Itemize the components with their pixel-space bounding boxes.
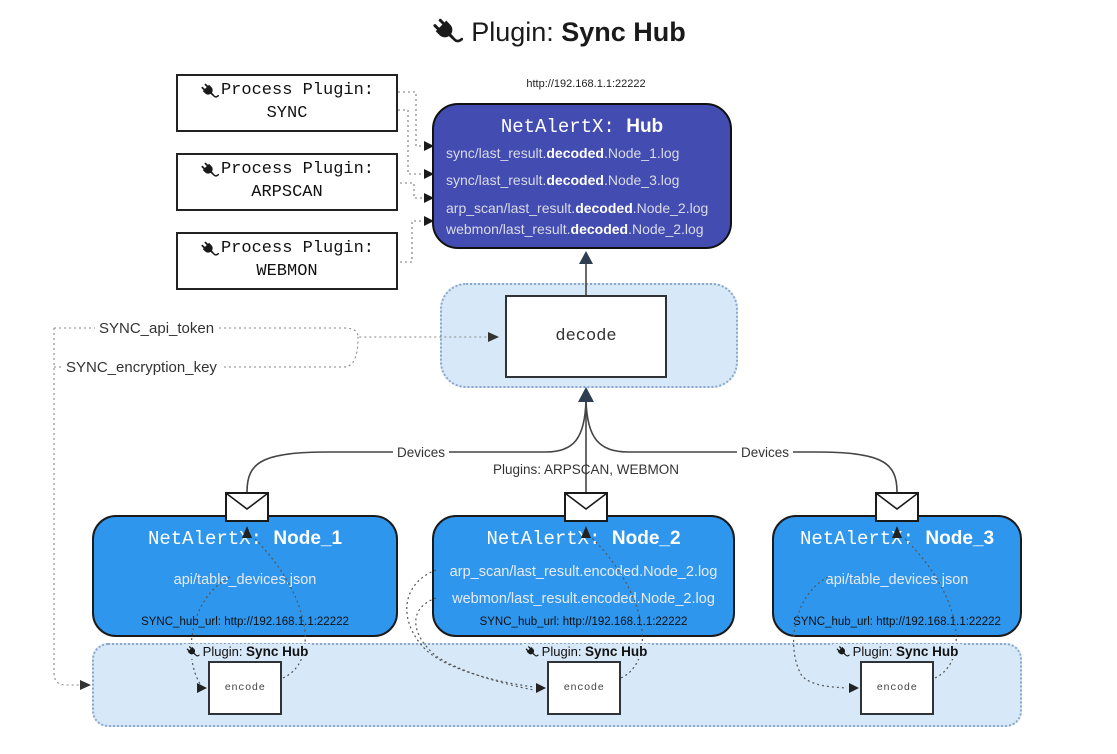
envelope-icon (875, 492, 919, 522)
node-3-box: NetAlertX: Node_3 api/table_devices.json… (772, 515, 1022, 637)
decode-box: decode (505, 295, 667, 378)
process-plugin-name: WEBMON (256, 262, 318, 281)
setting-sync-api-token: SYNC_api_token (95, 320, 219, 337)
connector-plugins-to-hub (398, 91, 424, 263)
arrow-into-decode-container (578, 387, 594, 402)
arrow-into-hub (579, 251, 593, 264)
node-file-line: arp_scan/last_result.encoded.Node_2.log (449, 564, 718, 580)
band-plugin-label: Plugin: Sync Hub (832, 644, 962, 659)
process-plugin-name: SYNC (266, 104, 308, 123)
hub-log-line: arp_scan/last_result.decoded.Node_2.log (446, 200, 709, 216)
encode-box: encode (208, 661, 282, 715)
process-plugin-label: Process Plugin: (220, 81, 375, 101)
hub-box: NetAlertX: Hub sync/last_result.decoded.… (432, 103, 732, 249)
plug-icon (431, 16, 463, 48)
title-prefix: Plugin: (471, 16, 562, 47)
node-hub-url: SYNC_hub_url: http://192.168.1.1:22222 (479, 616, 688, 628)
setting-sync-encryption-key: SYNC_encryption_key (62, 359, 221, 376)
process-plugin-webmon: Process Plugin: WEBMON (176, 232, 398, 290)
page-title: Plugin: Sync Hub (0, 16, 1117, 48)
node-1-box: NetAlertX: Node_1 api/table_devices.json… (92, 515, 398, 637)
process-plugin-sync: Process Plugin: SYNC (176, 74, 398, 132)
process-plugin-name: ARPSCAN (251, 183, 323, 202)
plug-icon (836, 645, 850, 659)
envelope-icon (225, 492, 269, 522)
arrow-into-band (80, 680, 91, 690)
plug-icon (186, 645, 200, 659)
node-hub-url: SYNC_hub_url: http://192.168.1.1:22222 (141, 616, 349, 628)
title-bold: Sync Hub (561, 16, 686, 47)
edge-label-plugins: Plugins: ARPSCAN, WEBMON (492, 462, 680, 477)
plug-icon (200, 240, 219, 259)
node-file-line: webmon/last_result.encoded.Node_2.log (452, 591, 715, 607)
envelope-icon (564, 492, 608, 522)
connector-devices-curves (246, 399, 898, 493)
node-title: NetAlertX: Node_3 (799, 528, 995, 550)
node-title: NetAlertX: Node_2 (486, 528, 681, 550)
node-file-line: api/table_devices.json (173, 572, 317, 588)
node-title: NetAlertX: Node_1 (147, 528, 343, 550)
edge-label-devices-left: Devices (392, 445, 450, 460)
hub-log-line: webmon/last_result.decoded.Node_2.log (446, 221, 704, 237)
band-plugin-label: Plugin: Sync Hub (182, 644, 312, 659)
encode-box: encode (547, 661, 621, 715)
process-plugin-label: Process Plugin: (220, 239, 375, 259)
process-plugin-arpscan: Process Plugin: ARPSCAN (176, 153, 398, 211)
plug-icon (200, 161, 219, 180)
plug-icon (200, 82, 219, 101)
hub-url: http://192.168.1.1:22222 (526, 78, 646, 90)
node-hub-url: SYNC_hub_url: http://192.168.1.1:22222 (793, 616, 1001, 628)
plug-icon (525, 645, 539, 659)
hub-log-line: sync/last_result.decoded.Node_1.log (446, 145, 680, 161)
node-2-box: NetAlertX: Node_2 arp_scan/last_result.e… (432, 515, 735, 637)
edge-label-devices-right: Devices (736, 445, 794, 460)
node-file-line: api/table_devices.json (825, 572, 969, 588)
hub-log-line: sync/last_result.decoded.Node_3.log (446, 172, 680, 188)
band-plugin-label: Plugin: Sync Hub (521, 644, 651, 659)
process-plugin-label: Process Plugin: (220, 160, 375, 180)
encode-box: encode (860, 661, 934, 715)
hub-title: NetAlertX: Hub (500, 116, 664, 138)
